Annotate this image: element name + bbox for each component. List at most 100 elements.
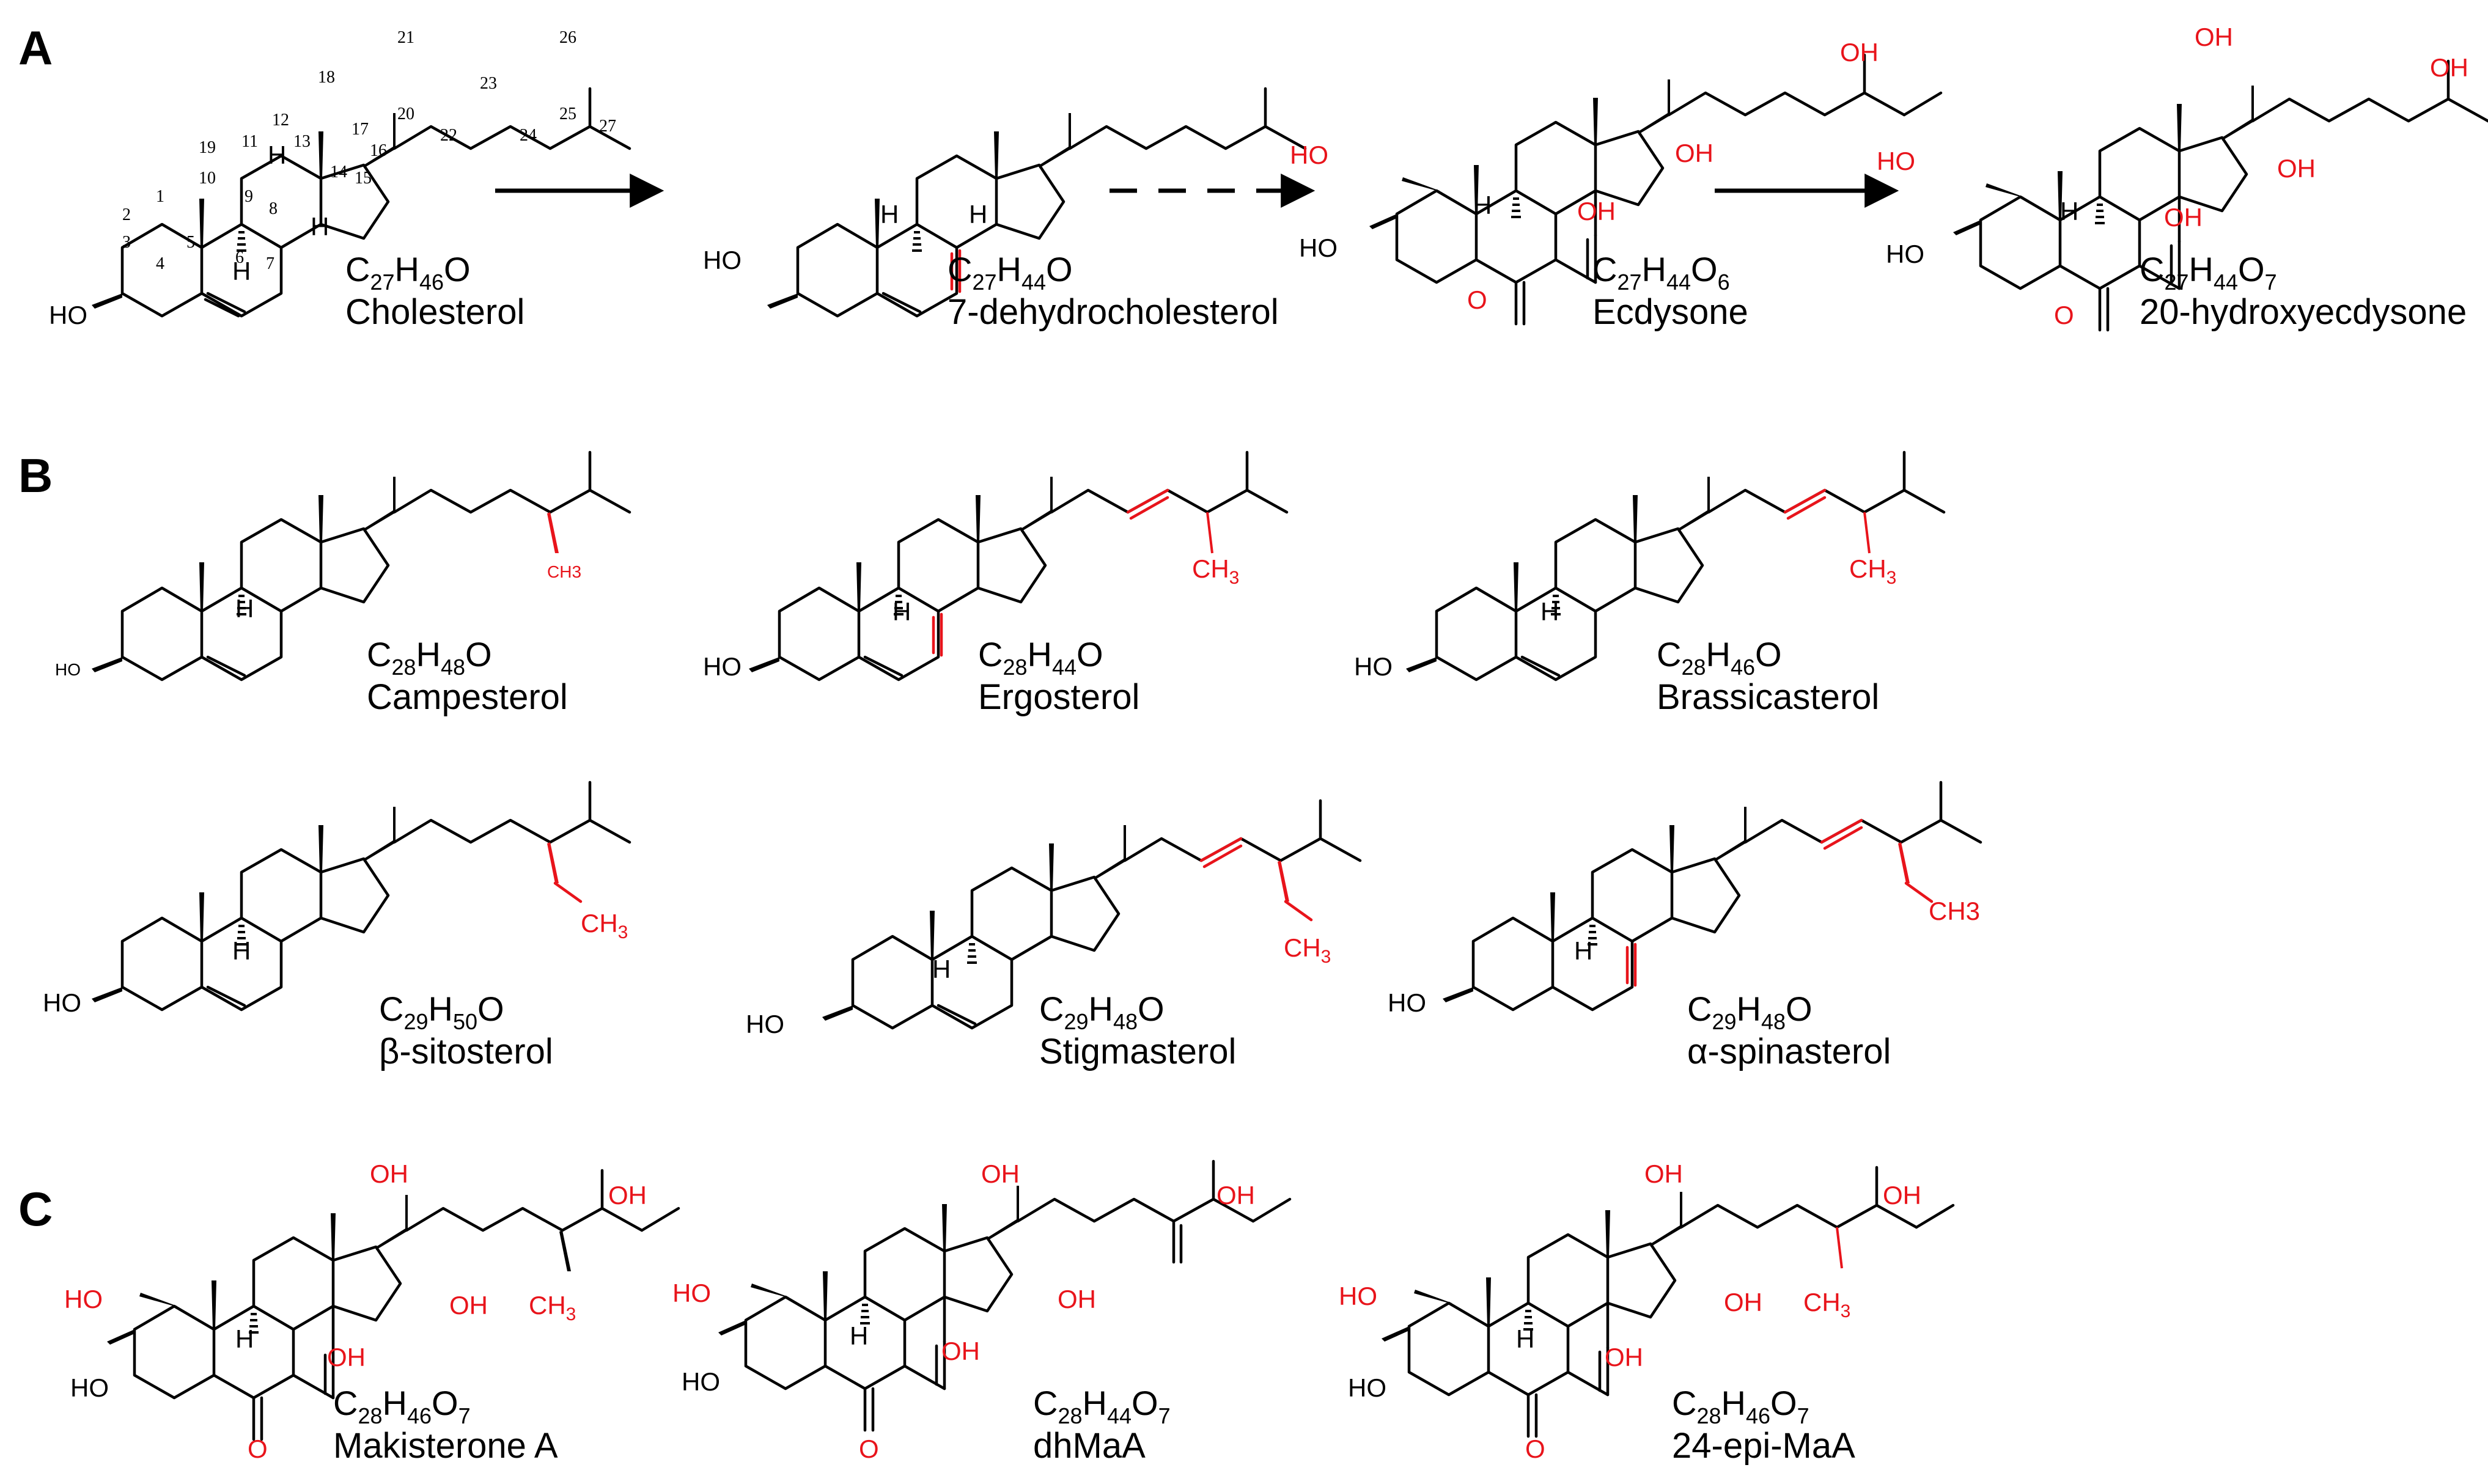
- dhmaa-oh20: OH: [981, 1159, 1020, 1188]
- formula-cholesterol: C27H46O: [345, 250, 471, 295]
- structure-dhmaa: [718, 1161, 1292, 1432]
- brassicasterol-ch3: CH3: [1849, 554, 1896, 588]
- svg-text:5: 5: [186, 233, 195, 252]
- name-24-epi-maa: 24-epi-MaA: [1672, 1426, 1855, 1466]
- campesterol-ho: HO: [55, 660, 81, 679]
- ecdysone-oh25: OH: [1840, 38, 1879, 67]
- svg-text:13: 13: [293, 132, 311, 151]
- 24-epi-maa-oh14: OH: [1605, 1343, 1643, 1372]
- formula-beta-sitosterol: C29H50O: [379, 990, 504, 1034]
- makisterone-a-o6: O: [248, 1434, 268, 1463]
- cholesterol-h9: H: [232, 257, 251, 285]
- panel-letter-b: B: [18, 449, 53, 502]
- 24-epi-maa-ch3: CH3: [1803, 1288, 1850, 1321]
- beta-sitosterol-h9: H: [232, 936, 251, 965]
- name-cholesterol: Cholesterol: [345, 292, 524, 332]
- svg-text:10: 10: [199, 169, 216, 188]
- name-alpha-spinasterol: α-spinasterol: [1687, 1032, 1891, 1071]
- dhmaa-o6: O: [859, 1434, 879, 1463]
- structure-brassicasterol: [1406, 452, 1944, 680]
- 24-epi-maa-ho-2: HO: [1339, 1282, 1377, 1310]
- name-beta-sitosterol: β-sitosterol: [379, 1032, 553, 1071]
- svg-text:19: 19: [199, 138, 216, 157]
- svg-text:16: 16: [370, 141, 387, 160]
- brassicasterol-h9: H: [1540, 597, 1559, 626]
- dhmaa-ho-2: HO: [672, 1279, 711, 1307]
- beta-sitosterol-ch3: CH3: [581, 909, 628, 942]
- makisterone-a-h9: H: [235, 1324, 254, 1353]
- dhmaa-oh25: OH: [1216, 1181, 1255, 1210]
- svg-text:20: 20: [397, 105, 414, 123]
- name-ecdysone: Ecdysone: [1592, 292, 1748, 332]
- 20e-ho-3: HO: [1886, 240, 1924, 268]
- structure-campesterol: [92, 452, 630, 680]
- formula-makisterone-a: C28H46O7: [333, 1384, 471, 1428]
- stigmasterol-ho: HO: [746, 1010, 784, 1038]
- alpha-spinasterol-h9: H: [1574, 936, 1592, 965]
- makisterone-a-oh20: OH: [370, 1159, 408, 1188]
- ecdysone-o6: O: [1467, 285, 1487, 314]
- ecdysone-ho-3: HO: [1299, 233, 1338, 262]
- structure-7-dehydrocholesterol: [767, 89, 1305, 316]
- alpha-spinasterol-ch3: CH3: [1929, 897, 1980, 925]
- ergosterol-ch3: CH3: [1192, 554, 1239, 588]
- cholesterol-h8: H: [268, 141, 286, 169]
- makisterone-a-oh14: OH: [327, 1343, 366, 1372]
- makisterone-a-ch3: CH3: [529, 1291, 576, 1324]
- makisterone-a-ho-2: HO: [64, 1285, 103, 1313]
- structure-20-hydroxyecdysone: [1953, 61, 2488, 332]
- panel-letter-a: A: [18, 21, 53, 75]
- svg-text:1: 1: [156, 187, 164, 206]
- cholesterol-ho: HO: [49, 301, 87, 329]
- 20e-oh20: OH: [2195, 23, 2233, 51]
- 24-epi-maa-oh25: OH: [1883, 1181, 1921, 1210]
- formula-stigmasterol: C29H48O: [1039, 990, 1165, 1034]
- 20e-oh25: OH: [2430, 53, 2468, 82]
- structure-cholesterol: [92, 89, 630, 318]
- structure-beta-sitosterol: [92, 782, 630, 1010]
- svg-text:12: 12: [272, 111, 289, 130]
- alpha-spinasterol-ho: HO: [1388, 988, 1426, 1017]
- 20e-oh22: OH: [2277, 154, 2316, 183]
- svg-text:21: 21: [397, 28, 414, 47]
- name-campesterol: Campesterol: [367, 677, 568, 717]
- makisterone-a-oh25: OH: [608, 1181, 647, 1210]
- svg-text:9: 9: [245, 187, 253, 206]
- name-stigmasterol: Stigmasterol: [1039, 1032, 1236, 1071]
- svg-text:23: 23: [480, 74, 497, 93]
- svg-text:4: 4: [156, 254, 164, 273]
- svg-text:2: 2: [122, 205, 131, 224]
- 7dhc-h9: H: [880, 200, 899, 229]
- formula-ergosterol: C28H44O: [978, 635, 1103, 680]
- formula-24-epi-maa: C28H46O7: [1672, 1384, 1809, 1428]
- structure-ergosterol: [749, 452, 1287, 680]
- makisterone-a-oh22: OH: [449, 1291, 488, 1320]
- name-7-dehydrocholesterol: 7-dehydrocholesterol: [948, 292, 1279, 332]
- stigmasterol-h9: H: [932, 955, 951, 983]
- 24-epi-maa-h9: H: [1516, 1324, 1534, 1353]
- formula-alpha-spinasterol: C29H48O: [1687, 990, 1813, 1034]
- svg-text:24: 24: [520, 126, 537, 145]
- svg-text:26: 26: [559, 28, 576, 47]
- 24-epi-maa-ho-3: HO: [1348, 1373, 1386, 1402]
- dhmaa-ho-3: HO: [682, 1367, 720, 1396]
- name-ergosterol: Ergosterol: [978, 677, 1139, 717]
- 24-epi-maa-oh22: OH: [1724, 1288, 1762, 1317]
- makisterone-a-ho-3: HO: [70, 1373, 109, 1402]
- dhmaa-oh22: OH: [1058, 1285, 1096, 1313]
- svg-text:25: 25: [559, 105, 576, 123]
- ergosterol-ho: HO: [703, 652, 742, 681]
- 20e-ho-2: HO: [1877, 147, 1915, 175]
- ecdysone-oh22: OH: [1675, 139, 1713, 167]
- panel-letter-c: C: [18, 1182, 53, 1236]
- dhmaa-oh14: OH: [941, 1337, 980, 1365]
- 20e-h9: H: [2060, 197, 2078, 226]
- stigmasterol-ch3: CH3: [1284, 933, 1331, 967]
- svg-text:17: 17: [351, 120, 369, 139]
- structure-ecdysone: [1369, 55, 1943, 326]
- ecdysone-h9: H: [1473, 191, 1492, 219]
- name-brassicasterol: Brassicasterol: [1657, 677, 1879, 717]
- 24-epi-maa-oh20: OH: [1644, 1159, 1683, 1188]
- 24-epi-maa-o6: O: [1525, 1434, 1545, 1463]
